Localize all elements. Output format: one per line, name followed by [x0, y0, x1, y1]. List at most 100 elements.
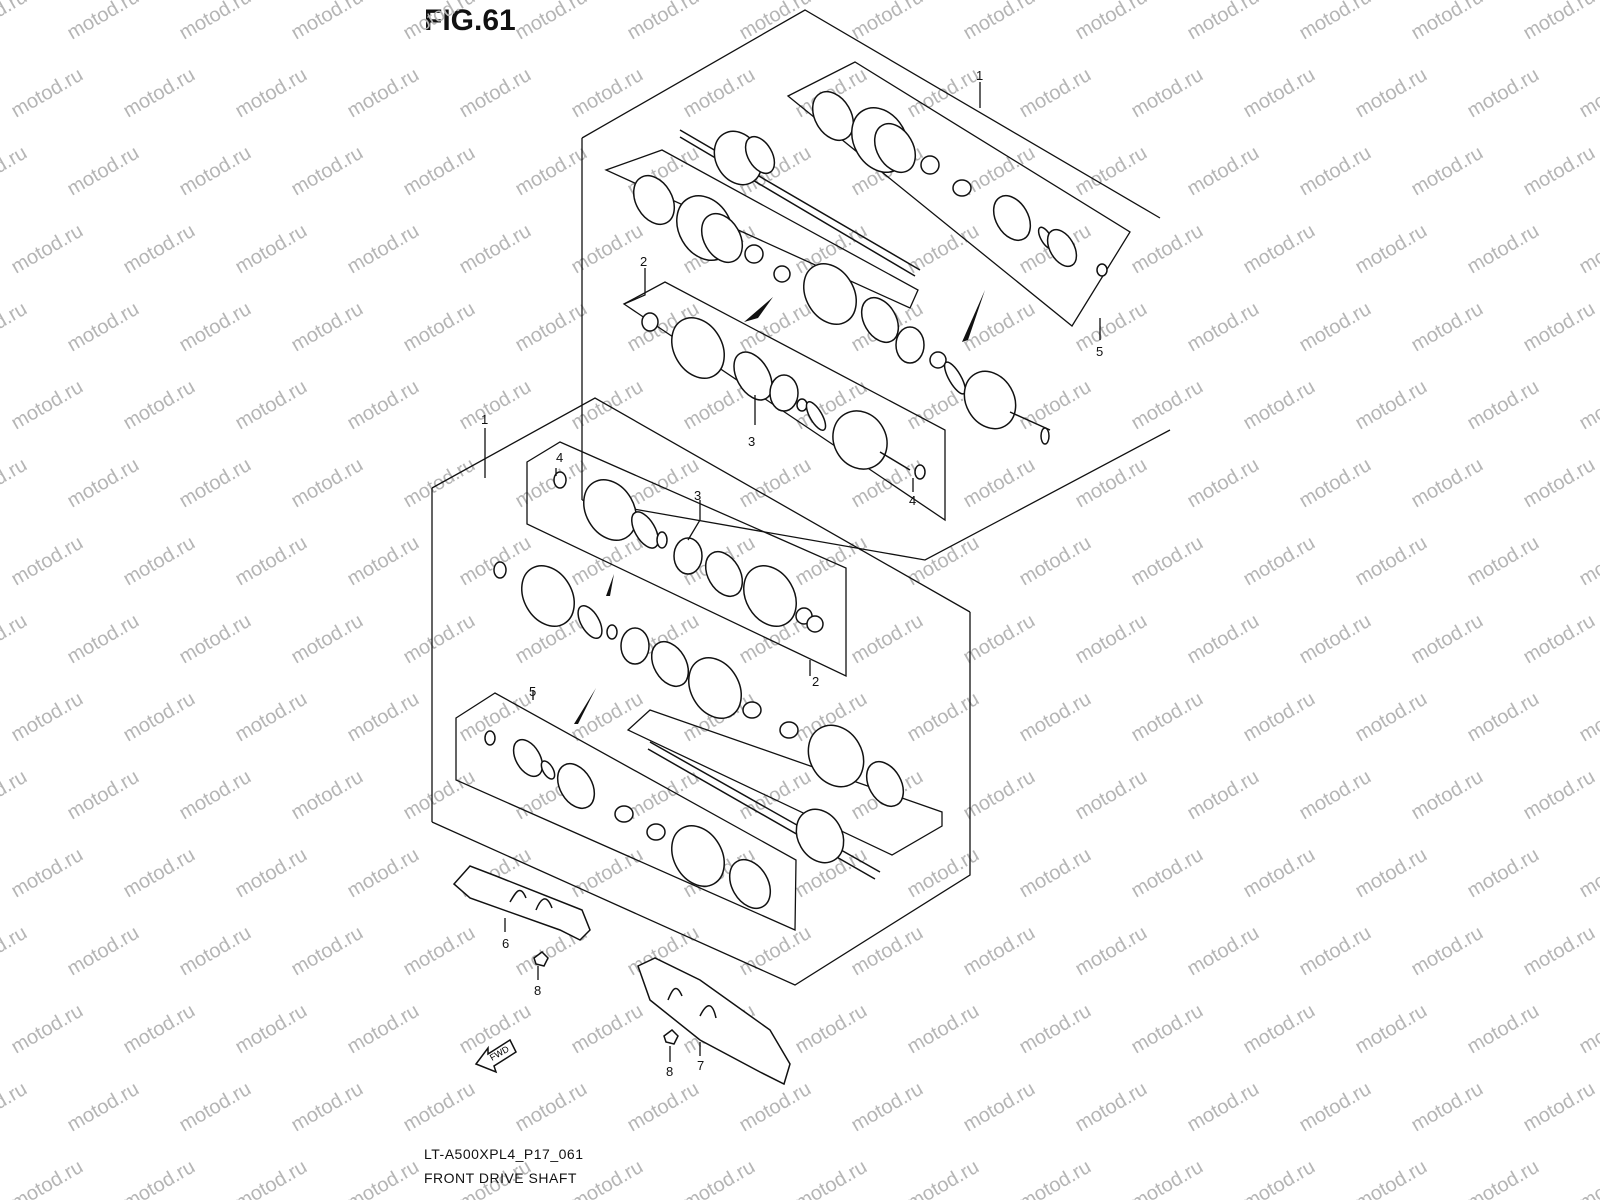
watermark-text: motod.ru: [1128, 1156, 1207, 1200]
watermark-text: motod.ru: [1576, 1156, 1600, 1200]
watermark-text: motod.ru: [0, 142, 31, 201]
watermark-text: motod.ru: [64, 1078, 143, 1137]
watermark-text: motod.ru: [288, 0, 367, 44]
watermark-text: motod.ru: [8, 376, 87, 435]
watermark-text: motod.ru: [1240, 1156, 1319, 1200]
watermark-text: motod.ru: [1408, 454, 1487, 513]
watermark-text: motod.ru: [904, 688, 983, 747]
watermark-text: motod.ru: [176, 766, 255, 825]
callout-top-3: 3: [748, 434, 755, 449]
callout-bottom-5: 5: [529, 684, 536, 699]
callout-8-left: 8: [534, 983, 541, 998]
callout-8-right: 8: [666, 1064, 673, 1079]
watermark-text: motod.ru: [1072, 766, 1151, 825]
watermark-text: motod.ru: [1520, 142, 1599, 201]
watermark-text: motod.ru: [400, 766, 479, 825]
watermark-text: motod.ru: [904, 64, 983, 123]
watermark-text: motod.ru: [624, 766, 703, 825]
watermark-text: motod.ru: [960, 922, 1039, 981]
watermark-text: motod.ru: [0, 454, 31, 513]
watermark-text: motod.ru: [1576, 220, 1600, 279]
watermark-text: motod.ru: [344, 1156, 423, 1200]
watermark-text: motod.ru: [1464, 844, 1543, 903]
watermark-text: motod.ru: [1520, 0, 1599, 44]
watermark-text: motod.ru: [848, 0, 927, 44]
drive-shaft-guards: [452, 865, 791, 1086]
watermark-text: motod.ru: [120, 376, 199, 435]
watermark-text: motod.ru: [568, 1156, 647, 1200]
watermark-text: motod.ru: [232, 376, 311, 435]
watermark-text: motod.ru: [1296, 1078, 1375, 1137]
watermark-text: motod.ru: [120, 1000, 199, 1059]
watermark-text: motod.ru: [848, 1078, 927, 1137]
watermark-text: motod.ru: [1072, 922, 1151, 981]
watermark-text: motod.ru: [0, 0, 31, 44]
watermark-text: motod.ru: [1352, 220, 1431, 279]
watermark-text: motod.ru: [1408, 0, 1487, 44]
watermark-text: motod.ru: [1240, 844, 1319, 903]
watermark-text: motod.ru: [288, 922, 367, 981]
watermark-text: motod.ru: [288, 298, 367, 357]
watermark-text: motod.ru: [512, 454, 591, 513]
figure-title: FIG.61: [424, 4, 516, 37]
watermark-text: motod.ru: [8, 220, 87, 279]
watermark-text: motod.ru: [960, 0, 1039, 44]
watermark-text: motod.ru: [0, 922, 31, 981]
watermark-text: motod.ru: [1072, 454, 1151, 513]
watermark-text: motod.ru: [1184, 0, 1263, 44]
watermark-text: motod.ru: [960, 454, 1039, 513]
watermark-text: motod.ru: [1576, 844, 1600, 903]
watermark-text: motod.ru: [288, 766, 367, 825]
watermark-text: motod.ru: [0, 1078, 31, 1137]
watermark-text: motod.ru: [1520, 610, 1599, 669]
watermark-text: motod.ru: [1296, 454, 1375, 513]
watermark-text: motod.ru: [64, 922, 143, 981]
watermark-text: motod.ru: [1464, 532, 1543, 591]
watermark-text: motod.ru: [1352, 1000, 1431, 1059]
watermark-text: motod.ru: [1464, 64, 1543, 123]
watermark-text: motod.ru: [568, 1000, 647, 1059]
watermark-text: motod.ru: [1408, 1078, 1487, 1137]
watermark-text: motod.ru: [568, 532, 647, 591]
watermark-text: motod.ru: [1184, 1078, 1263, 1137]
watermark-text: motod.ru: [1464, 688, 1543, 747]
watermark-text: motod.ru: [344, 532, 423, 591]
watermark-text: motod.ru: [848, 610, 927, 669]
watermark-text: motod.ru: [1464, 220, 1543, 279]
watermark-text: motod.ru: [1016, 688, 1095, 747]
watermark-text: motod.ru: [1128, 64, 1207, 123]
watermark-text: motod.ru: [120, 64, 199, 123]
watermark-text: motod.ru: [400, 1078, 479, 1137]
upper-drive-shaft-assembly: [581, 9, 1171, 561]
watermark-text: motod.ru: [400, 142, 479, 201]
watermark-text: motod.ru: [400, 0, 479, 44]
watermark-text: motod.ru: [176, 922, 255, 981]
watermark-text: motod.ru: [8, 64, 87, 123]
watermark-text: motod.ru: [232, 220, 311, 279]
watermark-text: motod.ru: [1016, 1000, 1095, 1059]
watermark-text: motod.ru: [1296, 0, 1375, 44]
watermark-text: motod.ru: [1576, 532, 1600, 591]
callout-top-5: 5: [1096, 344, 1103, 359]
watermark-text: motod.ru: [1240, 688, 1319, 747]
watermark-text: motod.ru: [456, 64, 535, 123]
watermark-text: motod.ru: [1352, 688, 1431, 747]
watermark-text: motod.ru: [176, 142, 255, 201]
watermark-text: motod.ru: [64, 766, 143, 825]
watermark-text: motod.ru: [1016, 376, 1095, 435]
watermark-text: motod.ru: [568, 844, 647, 903]
watermark-text: motod.ru: [456, 220, 535, 279]
watermark-text: motod.ru: [512, 0, 591, 44]
watermark-text: motod.ru: [1128, 1000, 1207, 1059]
watermark-text: motod.ru: [1576, 1000, 1600, 1059]
callout-7: 7: [697, 1058, 704, 1073]
watermark-text: motod.ru: [344, 1000, 423, 1059]
watermark-text: motod.ru: [1240, 376, 1319, 435]
watermark-text: motod.ru: [64, 610, 143, 669]
diagram-code: LT-A500XPL4_P17_061: [424, 1146, 584, 1162]
watermark-text: motod.ru: [1520, 298, 1599, 357]
watermark-text: motod.ru: [736, 0, 815, 44]
watermark-text: motod.ru: [232, 1000, 311, 1059]
lower-drive-shaft-assembly: [431, 397, 971, 986]
